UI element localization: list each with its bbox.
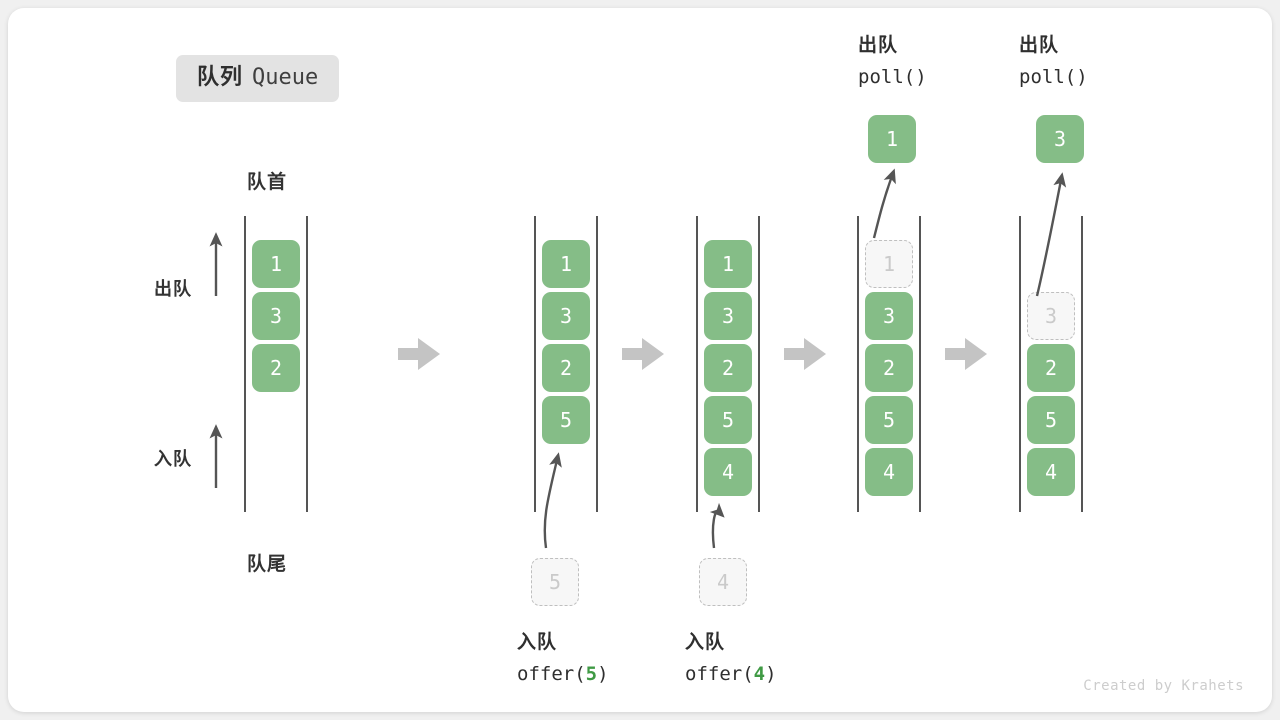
- queue-rail-left: [696, 216, 698, 512]
- queue-rail-right: [596, 216, 598, 512]
- queue-rail-left: [857, 216, 859, 512]
- diagram-title-badge: 队列 Queue: [176, 55, 340, 102]
- dequeue-direction-label: 出队: [154, 279, 192, 299]
- queue-item: 1: [542, 240, 590, 288]
- queue-item: 3: [252, 292, 300, 340]
- diagram-card: 队列 Queue 队首 队尾 出队 入队 1 3 2 1 3 2 5 5 入队 o…: [8, 8, 1272, 712]
- queue-item-removed: 1: [865, 240, 913, 288]
- queue-item: 3: [542, 292, 590, 340]
- queue-rail-left: [1019, 216, 1021, 512]
- queue-item: 2: [1027, 344, 1075, 392]
- caption-cn: 出队: [858, 35, 899, 56]
- queue-item: 2: [252, 344, 300, 392]
- incoming-element-ghost: 4: [699, 558, 747, 606]
- caption-code: offer(4): [685, 662, 777, 685]
- caption-offer-5: 入队 offer(5): [517, 628, 609, 690]
- caption-poll-3: 出队 poll(): [1019, 31, 1088, 93]
- transition-arrow-icon: [622, 338, 664, 370]
- incoming-element-ghost: 5: [531, 558, 579, 606]
- queue-item: 4: [704, 448, 752, 496]
- queue-item: 2: [865, 344, 913, 392]
- queue-item: 5: [542, 396, 590, 444]
- title-en: Queue: [252, 65, 319, 90]
- queue-rail-right: [758, 216, 760, 512]
- polled-element-output: 1: [868, 115, 916, 163]
- queue-item: 3: [865, 292, 913, 340]
- queue-item: 1: [704, 240, 752, 288]
- credit-text: Created by Krahets: [1083, 678, 1244, 694]
- queue-item-removed: 3: [1027, 292, 1075, 340]
- title-cn: 队列: [197, 64, 244, 89]
- caption-code: poll(): [1019, 65, 1088, 88]
- offer-4-flow-arrow-icon: [709, 502, 725, 549]
- transition-arrow-icon: [945, 338, 987, 370]
- queue-item: 4: [1027, 448, 1075, 496]
- poll-3-flow-arrow-icon: [1035, 172, 1067, 297]
- queue-item: 5: [1027, 396, 1075, 444]
- enqueue-direction-label: 入队: [154, 449, 192, 469]
- caption-code: poll(): [858, 65, 927, 88]
- queue-item: 1: [252, 240, 300, 288]
- queue-tail-label: 队尾: [247, 554, 288, 575]
- queue-rail-right: [919, 216, 921, 512]
- queue-rail-left: [534, 216, 536, 512]
- polled-element-output: 3: [1036, 115, 1084, 163]
- queue-item: 5: [865, 396, 913, 444]
- queue-item: 5: [704, 396, 752, 444]
- transition-arrow-icon: [784, 338, 826, 370]
- caption-code: offer(5): [517, 662, 609, 685]
- caption-cn: 入队: [685, 632, 726, 653]
- queue-item: 2: [542, 344, 590, 392]
- queue-rail-right: [306, 216, 308, 512]
- queue-rail-right: [1081, 216, 1083, 512]
- caption-offer-4: 入队 offer(4): [685, 628, 777, 690]
- queue-item: 4: [865, 448, 913, 496]
- caption-cn: 出队: [1019, 35, 1060, 56]
- queue-item: 2: [704, 344, 752, 392]
- poll-1-flow-arrow-icon: [872, 168, 896, 239]
- offer-5-flow-arrow-icon: [543, 452, 562, 549]
- queue-head-label: 队首: [247, 172, 288, 193]
- caption-cn: 入队: [517, 632, 558, 653]
- caption-poll-1: 出队 poll(): [858, 31, 927, 93]
- queue-item: 3: [704, 292, 752, 340]
- transition-arrow-icon: [398, 338, 440, 370]
- queue-rail-left: [244, 216, 246, 512]
